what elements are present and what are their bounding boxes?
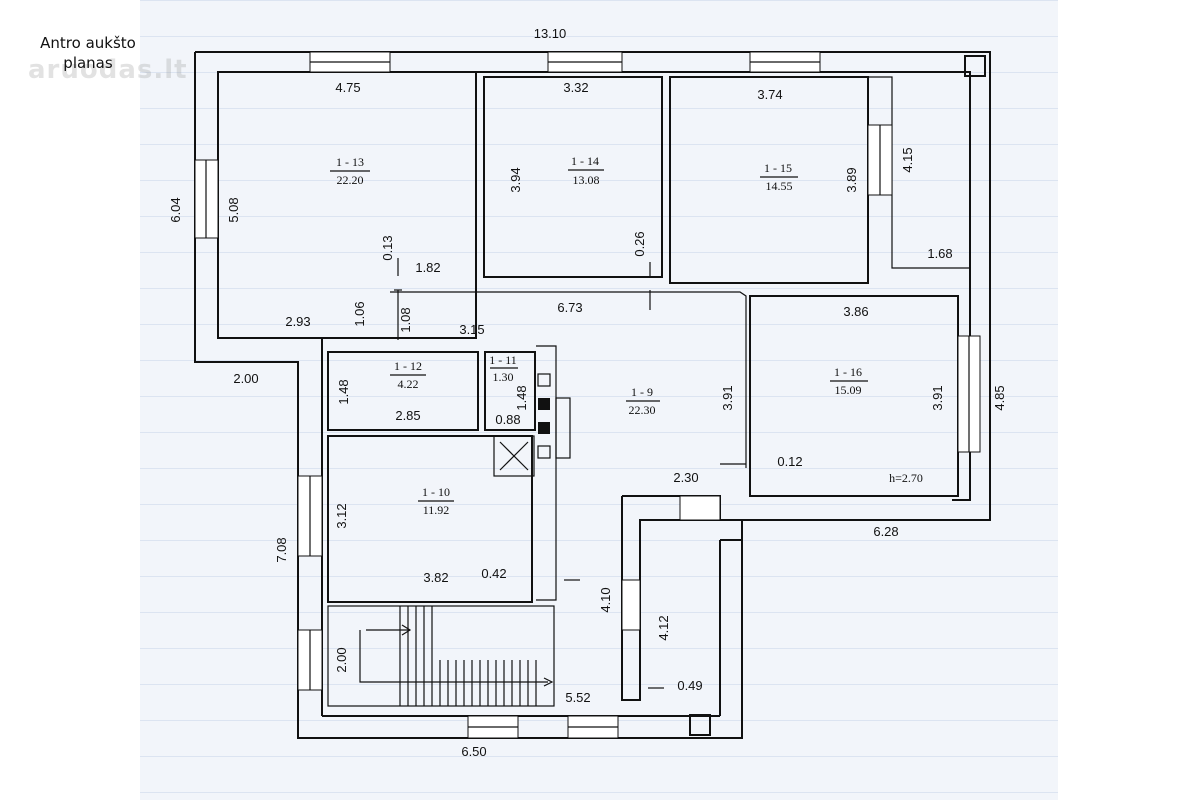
vent-boxes: [537, 373, 551, 459]
room-id-11: 1 - 11: [489, 353, 517, 367]
room-area-12: 4.22: [398, 377, 419, 391]
room-id-13: 1 - 13: [336, 155, 364, 169]
dim-label: 4.75: [335, 80, 360, 95]
dim-label: 1.06: [352, 301, 367, 326]
room-outline-13: [217, 71, 477, 339]
heading-line-1: Antro aukšto: [40, 34, 136, 52]
dim-label: 3.89: [844, 167, 859, 192]
dim-label: 0.49: [677, 678, 702, 693]
dim-label: 6.04: [168, 197, 183, 222]
dim-label: 3.15: [459, 322, 484, 337]
dim-label: 6.73: [557, 300, 582, 315]
dimension-labels: 13.10 4.75 3.32 3.74 6.04 5.08 3.94 3.89…: [168, 26, 1007, 759]
corner-post-ne: [964, 55, 986, 77]
room-area-16: 15.09: [835, 383, 862, 397]
dimension-arrows: [394, 258, 746, 689]
dim-label: 2.93: [285, 314, 310, 329]
room-outline-14: [483, 76, 663, 278]
room-id-12: 1 - 12: [394, 359, 422, 373]
stair-well: [327, 605, 555, 707]
dim-label: 0.13: [380, 235, 395, 260]
dim-label: 6.28: [873, 524, 898, 539]
room-id-10: 1 - 10: [422, 485, 450, 499]
room-outline-11: [484, 351, 536, 431]
room-id-15: 1 - 15: [764, 161, 792, 175]
stairs: [359, 606, 554, 706]
dim-label: 3.32: [563, 80, 588, 95]
dim-label: 5.08: [226, 197, 241, 222]
room-outline-10: [327, 435, 533, 603]
dim-label: 2.00: [233, 371, 258, 386]
dim-label: 2.85: [395, 408, 420, 423]
window: [679, 495, 721, 521]
room-area-14: 13.08: [573, 173, 600, 187]
plan-heading: Antro aukšto planas: [28, 33, 148, 73]
room-outline-12: [327, 351, 479, 431]
dim-label: 1.48: [336, 379, 351, 404]
window: [621, 579, 641, 631]
room-id-14: 1 - 14: [571, 154, 599, 168]
room-area-11: 1.30: [493, 370, 514, 384]
room-area-10: 11.92: [423, 503, 450, 517]
ceiling-height: h=2.70: [889, 471, 923, 485]
room-id-9: 1 - 9: [631, 385, 653, 399]
room-area-13: 22.20: [337, 173, 364, 187]
dim-label: 1.82: [415, 260, 440, 275]
chimney-block: [493, 435, 535, 477]
corner-post-se: [689, 714, 711, 736]
dim-label: 6.50: [461, 744, 486, 759]
graph-paper-background: [140, 0, 1058, 800]
dim-label: 0.12: [777, 454, 802, 469]
dim-label: 3.86: [843, 304, 868, 319]
dim-label: 2.30: [673, 470, 698, 485]
dim-label: 1.08: [398, 307, 413, 332]
room-id-16: 1 - 16: [834, 365, 862, 379]
room-area-15: 14.55: [766, 179, 793, 193]
dim-label: 3.82: [423, 570, 448, 585]
dim-label: 1.68: [927, 246, 952, 261]
stove-box: [555, 397, 571, 459]
dim-label: 4.15: [900, 147, 915, 172]
dim-label: 3.91: [720, 385, 735, 410]
room-labels: 1 - 13 22.20 1 - 14 13.08 1 - 15 14.55 1…: [330, 154, 923, 517]
dim-label: 4.85: [992, 385, 1007, 410]
dim-top-total: 13.10: [534, 26, 567, 41]
dim-label: 4.10: [598, 587, 613, 612]
dim-label: 4.12: [656, 615, 671, 640]
dim-label: 3.94: [508, 167, 523, 192]
dim-label: 0.88: [495, 412, 520, 427]
heading-line-2: planas: [63, 54, 113, 72]
dim-label: 3.12: [334, 503, 349, 528]
dim-label: 5.52: [565, 690, 590, 705]
dim-label: 3.74: [757, 87, 782, 102]
page-margin: [1058, 0, 1200, 800]
dim-label: 3.91: [930, 385, 945, 410]
dim-label: 1.48: [514, 385, 529, 410]
windows: [194, 51, 981, 739]
watermark: aruodas.lt: [28, 55, 188, 85]
dim-label: 2.00: [334, 647, 349, 672]
interior-walls: [217, 55, 986, 736]
room-area-9: 22.30: [629, 403, 656, 417]
dim-label: 7.08: [274, 537, 289, 562]
dim-label: 0.42: [481, 566, 506, 581]
dim-label: 0.26: [632, 231, 647, 256]
